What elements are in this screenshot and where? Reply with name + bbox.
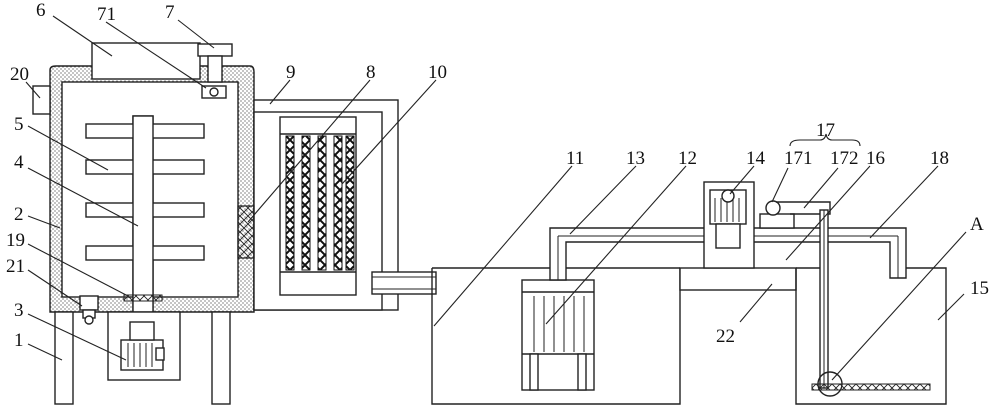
connecting-rod — [776, 201, 831, 215]
label-2: 2 — [14, 204, 24, 225]
reference-labels: 6 71 7 20 5 4 2 19 21 3 1 9 8 10 11 13 1… — [6, 0, 989, 351]
label-16: 16 — [866, 148, 885, 169]
filter-mesh — [237, 205, 255, 259]
label-9: 9 — [286, 62, 296, 83]
filter-element — [333, 135, 343, 271]
filter-element — [345, 135, 355, 271]
collection-pool — [795, 267, 947, 405]
inlet-valve-knob — [209, 87, 219, 97]
label-12: 12 — [678, 148, 697, 169]
label-6: 6 — [36, 0, 46, 21]
label-10: 10 — [428, 62, 447, 83]
label-21: 21 — [6, 256, 25, 277]
drain-valve — [79, 295, 99, 311]
label-14: 14 — [746, 148, 766, 169]
leader-lines — [25, 15, 967, 381]
label-17: 17 — [816, 120, 835, 141]
drive-motor — [709, 189, 747, 225]
crank-wheel — [765, 200, 781, 216]
label-19: 19 — [6, 230, 25, 251]
transfer-pipe — [549, 227, 907, 281]
label-15: 15 — [970, 278, 989, 299]
support-leg — [54, 311, 74, 405]
shaft-seal — [123, 294, 163, 302]
support-leg — [211, 311, 231, 405]
scraper-blade — [811, 383, 931, 391]
mixing-tank — [32, 42, 255, 405]
label-71: 71 — [97, 4, 116, 25]
label-13: 13 — [626, 148, 645, 169]
filter-box — [237, 99, 437, 311]
label-20: 20 — [10, 64, 29, 85]
filter-element — [285, 135, 295, 271]
detail-circle-A — [817, 371, 843, 397]
label-22: 22 — [716, 326, 735, 347]
filter-element — [317, 135, 327, 271]
piping-frame — [549, 181, 931, 397]
connecting-channel — [679, 267, 797, 291]
label-8: 8 — [366, 62, 376, 83]
feed-inlet — [197, 43, 233, 57]
label-4: 4 — [14, 152, 24, 173]
outlet-pipe — [371, 271, 437, 295]
treatment-pools — [431, 267, 947, 405]
label-172: 172 — [830, 148, 859, 169]
control-box — [32, 85, 51, 115]
label-7: 7 — [165, 2, 175, 23]
label-1: 1 — [14, 330, 24, 351]
label-11: 11 — [566, 148, 584, 169]
label-A: A — [970, 214, 984, 235]
settling-pool — [431, 268, 681, 405]
label-5: 5 — [14, 114, 24, 135]
label-3: 3 — [14, 300, 24, 321]
linkage-base — [759, 213, 795, 229]
filter-element — [301, 135, 311, 271]
label-171: 171 — [784, 148, 813, 169]
coupling — [715, 223, 741, 249]
feed-pipe — [207, 55, 223, 83]
label-18: 18 — [930, 148, 949, 169]
